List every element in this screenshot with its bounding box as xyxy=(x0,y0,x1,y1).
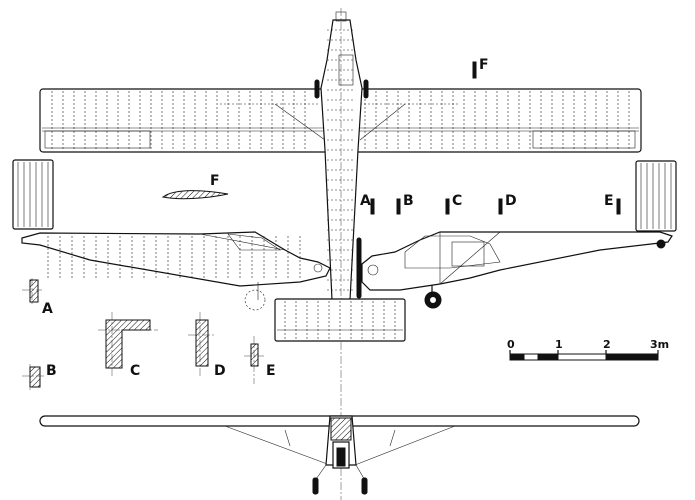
marker-a: A xyxy=(360,193,371,209)
cross-sections: A B C D E xyxy=(22,278,276,392)
scale-tick-0: 0 xyxy=(507,338,515,351)
marker-b: B xyxy=(403,193,414,209)
section-e-label: E xyxy=(266,363,276,379)
plan-view xyxy=(39,8,642,342)
side-view-left: F xyxy=(12,159,331,311)
section-d-label: D xyxy=(214,363,226,379)
marker-c: C xyxy=(452,193,462,209)
airfoil-section-f xyxy=(161,190,229,200)
label-f: F xyxy=(210,173,220,189)
section-a-label: A xyxy=(42,301,53,317)
marker-f: F xyxy=(479,57,489,73)
fin-left xyxy=(12,159,54,230)
side-view-right xyxy=(356,160,677,309)
section-b-label: B xyxy=(46,363,57,379)
front-view xyxy=(39,342,640,500)
marker-d: D xyxy=(505,193,517,209)
fuselage-plan xyxy=(320,8,363,340)
scale-tick-3m: 3m xyxy=(650,338,669,351)
scale-tick-1: 1 xyxy=(555,338,563,351)
scale-tick-2: 2 xyxy=(603,338,611,351)
section-markers: A B C D E F xyxy=(360,57,621,215)
wing-rib-lines xyxy=(51,91,630,150)
tailplane-plan xyxy=(274,298,406,342)
marker-e: E xyxy=(604,193,614,209)
section-c-label: C xyxy=(130,363,140,379)
scale-bar: 0 1 2 3m xyxy=(507,338,669,361)
